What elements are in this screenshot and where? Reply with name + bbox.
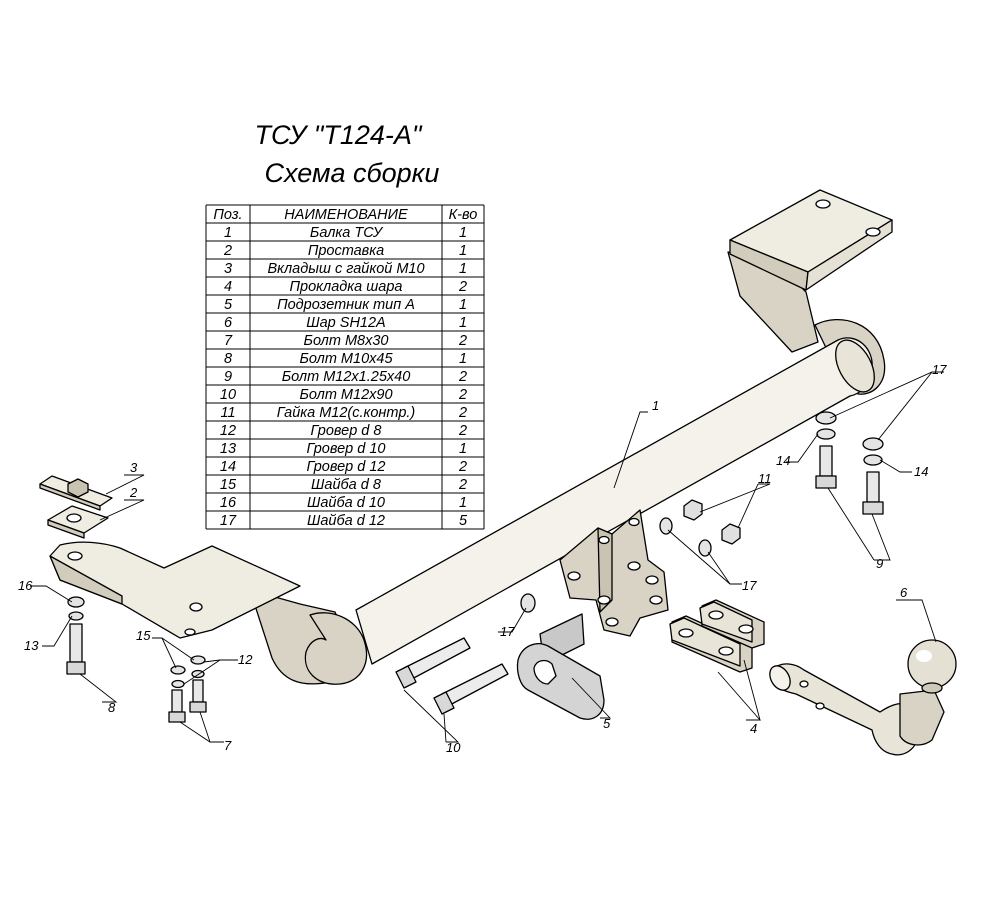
fastener-washers-d12 [520,411,884,613]
callout-label: 4 [750,721,757,736]
table-cell-pos: 14 [220,459,236,475]
table-cell-pos: 13 [220,441,236,457]
table-cell-name: Болт М10х45 [299,351,393,367]
title-line-1: ТСУ "Т124-А" [255,120,423,150]
callout-label: 6 [900,585,908,600]
table-cell-pos: 16 [220,495,237,511]
table-cell-name: Шар SH12A [306,315,385,331]
table-cell-pos: 10 [220,387,236,403]
table-cell-pos: 15 [220,477,237,493]
table-cell-name: Прокладка шара [290,279,403,295]
table-cell-qty: 1 [459,261,467,277]
table-cell-qty: 2 [458,423,467,439]
part-tow-ball [769,639,957,756]
table-cell-qty: 1 [459,441,467,457]
part-insert-nut [39,475,113,511]
table-cell-pos: 6 [224,315,233,331]
table-cell-qty: 2 [458,369,467,385]
callout-label: 17 [742,578,757,593]
part-spacer [47,505,109,539]
table-cell-pos: 8 [224,351,232,367]
fastener-nuts-m12 [683,499,741,545]
table-cell-name: Гровер d 10 [306,441,385,457]
table-cell-qty: 1 [459,297,467,313]
table-cell-name: Болт М12х1.25х40 [282,369,411,385]
table-cell-qty: 1 [459,243,467,259]
table-cell-qty: 5 [459,513,468,529]
callout-label: 10 [446,740,461,755]
table-cell-pos: 12 [220,423,236,439]
table-cell-name: Гровер d 12 [306,459,385,475]
callout-label: 7 [224,738,232,753]
part-ball-gaskets [669,599,765,673]
callout-label: 9 [876,556,883,571]
table-cell-qty: 1 [459,351,467,367]
callout-label: 17 [500,624,515,639]
callout-label: 16 [18,578,33,593]
table-cell-qty: 1 [459,315,467,331]
callout-label: 8 [108,700,116,715]
leader-lines [30,371,944,743]
table-header-pos: Поз. [213,207,242,223]
table-cell-name: Проставка [308,243,384,259]
table-cell-name: Вкладыш с гайкой М10 [267,261,424,277]
table-cell-pos: 4 [224,279,232,295]
callout-label: 14 [776,453,790,468]
callout-label: 15 [136,628,151,643]
table-cell-qty: 2 [458,333,467,349]
fastener-bolt-m12x90-b [433,663,509,715]
callout-label: 14 [914,464,928,479]
callout-label: 12 [238,652,253,667]
table-cell-name: Болт М12х90 [299,387,392,403]
table-cell-name: Балка ТСУ [310,225,384,241]
table-cell-pos: 3 [224,261,232,277]
callout-label: 5 [603,716,611,731]
table-cell-name: Шайба d 8 [311,477,381,493]
table-cell-qty: 2 [458,477,467,493]
table-cell-pos: 9 [224,369,232,385]
table-cell-pos: 2 [223,243,232,259]
table-cell-qty: 1 [459,495,467,511]
callout-label: 1 [652,398,659,413]
table-cell-qty: 2 [458,279,467,295]
fastener-bolt-m12x90-a [395,637,471,689]
callout-label: 2 [129,485,138,500]
callout-label: 3 [130,460,138,475]
table-cell-name: Гайка М12(с.контр.) [277,405,416,421]
table-cell-qty: 1 [459,225,467,241]
fastener-bolts-m12x40 [815,445,884,515]
table-cell-pos: 7 [224,333,233,349]
table-cell-pos: 1 [224,225,232,241]
table-cell-pos: 5 [224,297,233,313]
table-cell-name: Гровер d 8 [311,423,382,439]
table-cell-qty: 2 [458,405,467,421]
table-cell-name: Болт М8х30 [304,333,389,349]
table-cell-name: Шайба d 10 [307,495,385,511]
table-cell-qty: 2 [458,387,467,403]
table-cell-pos: 11 [220,405,235,421]
table-cell-qty: 2 [458,459,467,475]
table-cell-name: Подрозетник тип А [277,297,415,313]
part-socket-bracket [516,613,605,720]
table-cell-name: Шайба d 12 [307,513,385,529]
part-beam [49,189,893,685]
callout-label: 11 [758,471,772,486]
callout-labels: 1 3 2 4 5 6 7 8 9 10 11 12 13 14 14 15 1… [18,362,947,755]
table-header-name: НАИМЕНОВАНИЕ [284,207,408,223]
fastener-left-bolts [66,596,207,723]
table-cell-pos: 17 [220,513,237,529]
callout-label: 17 [932,362,947,377]
table-header-qty: К-во [449,207,478,223]
title-line-2: Схема сборки [265,158,440,188]
callout-label: 13 [24,638,39,653]
